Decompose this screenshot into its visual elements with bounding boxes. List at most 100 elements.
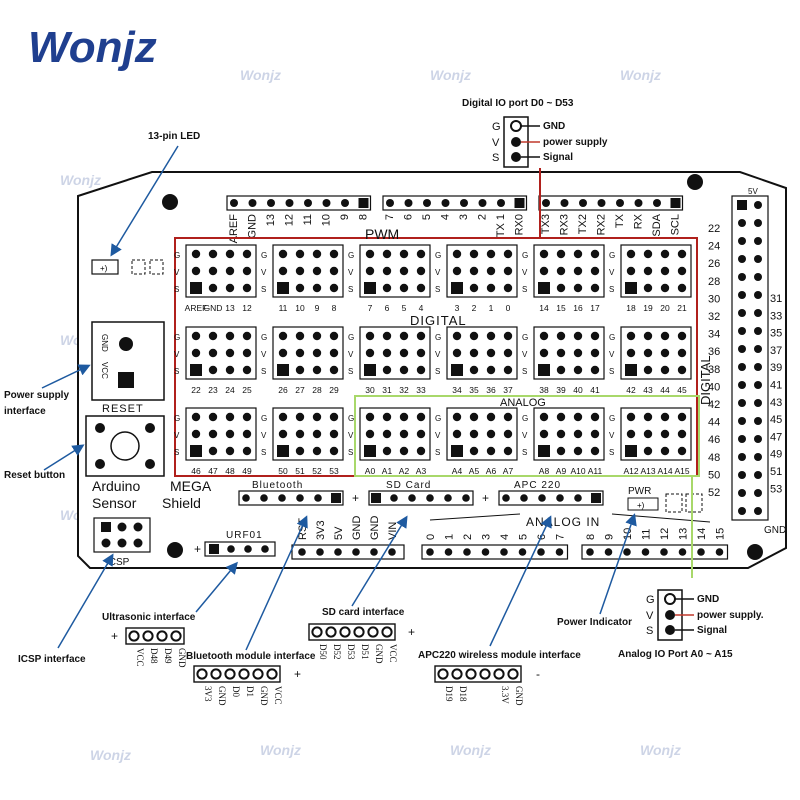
digital-port-legend: Digital IO port D0 ~ D53 G V S GND power… [462, 98, 608, 168]
block-pin-label: 21 [677, 303, 687, 313]
reset-label: RESET [102, 403, 144, 415]
gvs-label: G [348, 414, 354, 423]
block-pin-label: A3 [416, 466, 427, 476]
block-pin-label: 4 [419, 303, 424, 313]
gvs-label: S [609, 448, 614, 457]
header-pin-label: 4 [440, 214, 452, 220]
callout-sdcard: SD card interface [322, 607, 405, 618]
gvs-label: S [261, 367, 266, 376]
module-pin-label: 3V3 [203, 686, 213, 702]
block-pin-label: 34 [452, 385, 462, 395]
gvs-label: G [522, 414, 528, 423]
reset-button [85, 415, 165, 477]
block-pin-label: 46 [191, 466, 201, 476]
module-pin-label: D50 [318, 644, 328, 660]
callout-reset: Reset button [4, 470, 65, 481]
gvs-label: S [174, 448, 179, 457]
gvs-label: G [348, 251, 354, 260]
block-pin-label: 16 [573, 303, 583, 313]
header-pin-label: GND [247, 214, 259, 239]
gvs-label: G [609, 414, 615, 423]
analog-label: ANALOG [500, 397, 546, 409]
block-pin-label: 2 [472, 303, 477, 313]
right-col-label: 41 [770, 380, 782, 392]
block-pin-label: 38 [539, 385, 549, 395]
svg-text:+): +) [637, 501, 645, 510]
block-pin-label: 26 [278, 385, 288, 395]
gvs-label: S [609, 285, 614, 294]
block-pin-label: 0 [506, 303, 511, 313]
header-pin-label: RX3 [559, 214, 571, 235]
urf01-header: URF01+ [194, 530, 276, 557]
svg-text:GND: GND [351, 516, 363, 541]
watermark-text: Wonjz [90, 747, 131, 763]
svg-text:ICSP: ICSP [106, 557, 130, 568]
gvs-label: S [348, 367, 353, 376]
gvs-label: G [174, 333, 180, 342]
gvs-label: S [522, 367, 527, 376]
gvs-label: G [435, 414, 441, 423]
block-pin-label: A9 [556, 466, 567, 476]
right-col-label: 26 [708, 258, 720, 270]
right-col-label: 43 [770, 397, 782, 409]
right-col-label: 36 [708, 346, 720, 358]
gvs-label: V [174, 431, 180, 440]
right-col-5v: 5V [748, 187, 758, 196]
block-pin-label: 15 [556, 303, 566, 313]
svg-text:12: 12 [659, 528, 671, 540]
svg-text:-: - [536, 667, 540, 681]
right-col-label: 38 [708, 364, 720, 376]
right-col-label: 28 [708, 276, 720, 288]
svg-text:8: 8 [585, 534, 597, 540]
module-pin-label: D19 [444, 686, 454, 702]
callout-icsp: ICSP interface [18, 654, 86, 665]
block-pin-label: 9 [315, 303, 320, 313]
gvs-label: S [174, 367, 179, 376]
right-col-label: 24 [708, 241, 720, 253]
gvs-label: S [261, 285, 266, 294]
block-pin-label: A10 [570, 466, 585, 476]
svg-text:Signal: Signal [697, 625, 727, 636]
block-pin-label: 5 [402, 303, 407, 313]
module-pin-label: VCC [273, 686, 283, 705]
module-pin-label: D49 [163, 648, 173, 664]
header-pin-label: 11 [302, 214, 314, 225]
mounting-hole [162, 194, 178, 210]
watermark-text: Wonjz [640, 742, 681, 758]
block-pin-label: 7 [368, 303, 373, 313]
header-pin-label: 8 [358, 214, 370, 220]
header-pin-label: TX 1 [495, 214, 507, 237]
block-pin-label: A5 [469, 466, 480, 476]
block-pin-label: 49 [242, 466, 252, 476]
callout-ultrasonic: Ultrasonic interface [102, 612, 196, 623]
svg-text:+: + [294, 667, 301, 681]
block-pin-label: 52 [312, 466, 322, 476]
right-col-label: 48 [708, 452, 720, 464]
right-col-label: 51 [770, 466, 782, 478]
module-pin-label: D53 [346, 644, 356, 660]
sdcard-header: SD Card+ [368, 480, 489, 506]
header-pin-label: 7 [384, 214, 396, 220]
gvs-label: S [348, 285, 353, 294]
right-col-label: 50 [708, 469, 720, 481]
block-pin-label: 44 [660, 385, 670, 395]
callout-apc220: APC220 wireless module interface [418, 650, 581, 661]
gvs-label: G [261, 414, 267, 423]
svg-text:Signal: Signal [543, 152, 573, 163]
module-pin-label: D18 [458, 686, 468, 702]
block-pin-label: 25 [242, 385, 252, 395]
gvs-label: V [261, 431, 267, 440]
